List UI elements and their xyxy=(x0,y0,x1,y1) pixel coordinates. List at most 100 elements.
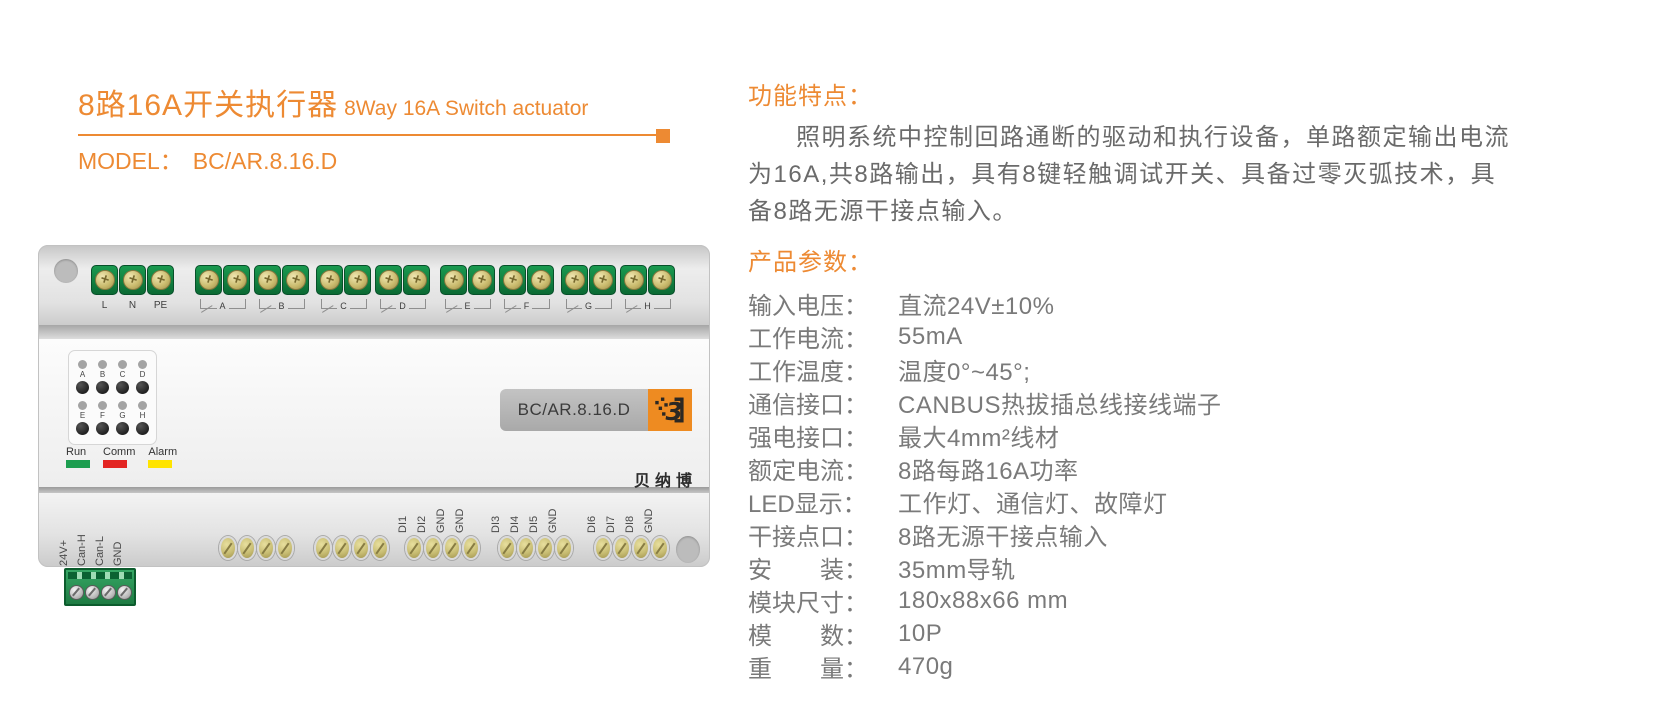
bus-terminal-label: Can-H xyxy=(76,534,88,566)
features-paragraph: 照明系统中控制回路通断的驱动和执行设备，单路额定输出电流为16A,共8路输出，具… xyxy=(748,124,1510,225)
screw-icon xyxy=(219,536,237,560)
led-key-panel: A B C D E xyxy=(68,350,157,445)
bottom-terminal-group-1 xyxy=(219,536,294,560)
spec-row: LED显示： 工作灯、通信灯、故障灯 xyxy=(748,485,1528,518)
power-terminal-label: PE xyxy=(153,300,168,311)
led-key-cell: A xyxy=(76,360,89,394)
screw-terminal-icon xyxy=(254,265,281,295)
screw-icon xyxy=(443,536,461,560)
channel-key-label: F xyxy=(100,411,105,420)
spec-row: 工作电流： 55mA xyxy=(748,320,1528,354)
channel-bracket: G xyxy=(565,298,612,311)
screw-icon xyxy=(555,536,573,560)
screw-icon xyxy=(116,585,132,600)
spec-label: 工作温度： xyxy=(748,359,868,386)
screw-terminal-icon xyxy=(344,265,371,295)
status-led: Run xyxy=(66,446,90,468)
channel-bracket: H xyxy=(624,298,671,311)
channel-key-label: C xyxy=(119,370,126,379)
channel-key-button xyxy=(96,422,109,435)
power-terminal: L xyxy=(91,265,118,311)
channel-key-button xyxy=(96,381,109,394)
channel-led-icon xyxy=(138,360,147,369)
status-led-row: Run Comm Alarm xyxy=(66,446,177,468)
terminal-label: DI1 xyxy=(397,515,409,533)
bottom-terminal: DI8 xyxy=(624,516,650,560)
bottom-terminal xyxy=(333,536,351,560)
spec-label: 通信接口： xyxy=(748,392,868,419)
screw-terminal-icon xyxy=(223,265,250,295)
bottom-terminal xyxy=(352,536,370,560)
led-row-efgh: E F G H xyxy=(76,401,149,435)
screw-terminal-icon xyxy=(589,265,616,295)
model-value: BC/AR.8.16.D xyxy=(192,148,338,174)
brand-logo-icon: 3 xyxy=(648,389,692,431)
bottom-terminal: DI2 xyxy=(416,516,442,560)
bottom-terminal: DI6 xyxy=(586,516,612,560)
spec-label: 工作电流： xyxy=(748,326,868,353)
channel-key-button xyxy=(136,381,149,394)
spec-row: 输入电压： 直流24V±10% xyxy=(748,287,1528,320)
screw-icon xyxy=(424,536,442,560)
bottom-terminal xyxy=(238,536,256,560)
channel-label: H xyxy=(644,301,651,311)
channel-key-label: D xyxy=(139,370,146,379)
screw-icon xyxy=(517,536,535,560)
screw-icon xyxy=(276,536,294,560)
status-led: Comm xyxy=(103,446,135,468)
screw-icon xyxy=(594,536,612,560)
channel-key-label: G xyxy=(119,411,126,420)
bottom-terminal xyxy=(219,536,237,560)
channel-led-icon xyxy=(98,401,107,410)
channel-label: E xyxy=(464,301,471,311)
specs-heading: 产品参数： xyxy=(748,249,873,276)
spec-row: 工作温度： 温度0°~45°; xyxy=(748,353,1528,386)
spec-row: 安 装： 35mm导轨 xyxy=(748,551,1528,584)
screw-icon xyxy=(352,536,370,560)
title-rule-square xyxy=(656,129,670,143)
screw-icon xyxy=(371,536,389,560)
screw-icon xyxy=(100,585,116,600)
spec-value: 工作灯、通信灯、故障灯 xyxy=(898,491,1168,518)
terminal-label: DI2 xyxy=(416,515,428,533)
spec-label: 输入电压： xyxy=(748,293,868,320)
spec-value: 35mm导轨 xyxy=(898,557,1016,584)
screw-icon xyxy=(257,536,275,560)
screw-terminal-icon xyxy=(527,265,554,295)
spec-label: 强电接口： xyxy=(748,425,868,452)
led-row-abcd: A B C D xyxy=(76,360,149,394)
screw-terminal-icon xyxy=(375,265,402,295)
screw-terminal-icon xyxy=(440,265,467,295)
status-led-bar xyxy=(103,460,127,468)
features-heading: 功能特点： xyxy=(748,83,873,110)
channel-led-icon xyxy=(78,401,87,410)
output-channel-pair: H xyxy=(620,265,675,311)
can-bus-connector xyxy=(64,568,136,606)
screw-terminal-icon xyxy=(195,265,222,295)
channel-key-label: E xyxy=(79,411,86,420)
output-channel-pair: C xyxy=(316,265,371,311)
terminal-label: DI7 xyxy=(605,515,617,533)
bottom-terminal: GND xyxy=(547,509,573,560)
output-terminal-group-cd: C D xyxy=(316,265,430,311)
title-underline-line xyxy=(78,134,663,136)
svg-text:3: 3 xyxy=(665,397,682,426)
screw-icon xyxy=(238,536,256,560)
channel-key-button xyxy=(116,381,129,394)
specs-section: 产品参数： 输入电压： 直流24V±10% 工作电流： 55mA 工作温度： 温… xyxy=(748,242,1528,683)
terminal-label: GND xyxy=(643,508,655,533)
channel-label: B xyxy=(278,301,285,311)
spec-value: 10P xyxy=(898,619,943,647)
screw-icon xyxy=(536,536,554,560)
led-key-cell: E xyxy=(76,401,89,435)
bottom-terminal: GND xyxy=(454,509,480,560)
channel-led-icon xyxy=(118,401,127,410)
spec-row: 重 量： 470g xyxy=(748,650,1528,684)
channel-key-label: A xyxy=(79,370,86,379)
channel-bracket: A xyxy=(199,298,246,311)
bottom-terminal: GND xyxy=(435,509,461,560)
power-terminal-label: N xyxy=(128,300,137,311)
bottom-terminal xyxy=(257,536,275,560)
